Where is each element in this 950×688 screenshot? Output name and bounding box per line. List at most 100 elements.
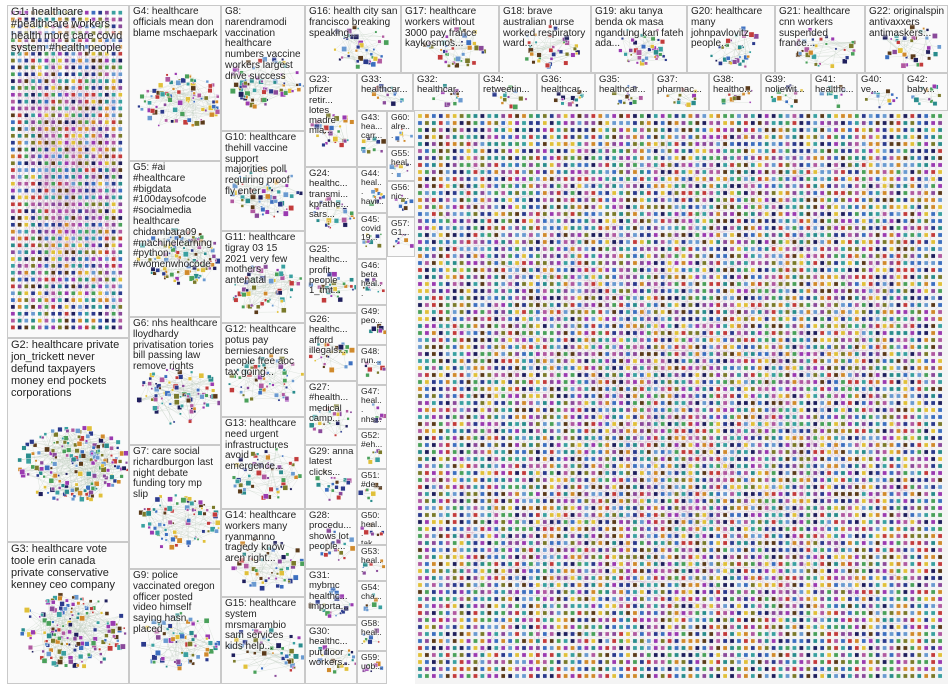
node-avatar[interactable] <box>924 240 928 244</box>
node-avatar[interactable] <box>529 513 533 517</box>
node-avatar[interactable] <box>439 464 443 468</box>
node-avatar[interactable] <box>778 436 782 440</box>
node-avatar[interactable] <box>674 527 678 531</box>
node-avatar[interactable] <box>723 275 727 279</box>
node-avatar[interactable] <box>473 128 477 132</box>
node-avatar[interactable] <box>550 380 554 384</box>
node-avatar[interactable] <box>598 226 602 230</box>
node-avatar[interactable] <box>633 261 637 265</box>
node-avatar[interactable] <box>716 422 720 426</box>
node-avatar[interactable] <box>439 436 443 440</box>
node-avatar[interactable] <box>896 429 900 433</box>
node-avatar[interactable] <box>654 184 658 188</box>
node-avatar[interactable] <box>626 415 630 419</box>
node-avatar[interactable] <box>550 121 554 125</box>
node-avatar[interactable] <box>619 380 623 384</box>
node-avatar[interactable] <box>841 240 845 244</box>
node-avatar[interactable] <box>688 128 692 132</box>
node-avatar[interactable] <box>716 394 720 398</box>
node-avatar[interactable] <box>744 443 748 447</box>
node-avatar[interactable] <box>584 282 588 286</box>
node-avatar[interactable] <box>654 128 658 132</box>
node-avatar[interactable] <box>564 289 568 293</box>
node-avatar[interactable] <box>834 275 838 279</box>
node-avatar[interactable] <box>626 114 630 118</box>
node-avatar[interactable] <box>848 429 852 433</box>
node-avatar[interactable] <box>716 212 720 216</box>
node-avatar[interactable] <box>917 401 921 405</box>
node-avatar[interactable] <box>564 471 568 475</box>
node-avatar[interactable] <box>848 345 852 349</box>
node-avatar[interactable] <box>702 198 706 202</box>
node-avatar[interactable] <box>806 464 810 468</box>
node-avatar[interactable] <box>723 394 727 398</box>
node-avatar[interactable] <box>640 499 644 503</box>
node-avatar[interactable] <box>820 415 824 419</box>
node-avatar[interactable] <box>494 114 498 118</box>
node-avatar[interactable] <box>889 240 893 244</box>
node-avatar[interactable] <box>619 429 623 433</box>
node-avatar[interactable] <box>439 177 443 181</box>
node-avatar[interactable] <box>702 352 706 356</box>
node-avatar[interactable] <box>709 275 713 279</box>
node-avatar[interactable] <box>584 520 588 524</box>
node-avatar[interactable] <box>876 527 880 531</box>
node-avatar[interactable] <box>633 289 637 293</box>
node-avatar[interactable] <box>910 198 914 202</box>
node-avatar[interactable] <box>487 303 491 307</box>
node-avatar[interactable] <box>570 289 574 293</box>
node-avatar[interactable] <box>557 527 561 531</box>
node-avatar[interactable] <box>529 212 533 216</box>
node-avatar[interactable] <box>536 373 540 377</box>
node-avatar[interactable] <box>709 366 713 370</box>
node-avatar[interactable] <box>758 114 762 118</box>
node-avatar[interactable] <box>820 135 824 139</box>
node-avatar[interactable] <box>751 261 755 265</box>
node-avatar[interactable] <box>536 205 540 209</box>
node-avatar[interactable] <box>876 478 880 482</box>
node-avatar[interactable] <box>473 492 477 496</box>
node-avatar[interactable] <box>869 240 873 244</box>
node-avatar[interactable] <box>862 296 866 300</box>
node-avatar[interactable] <box>529 310 533 314</box>
node-avatar[interactable] <box>889 310 893 314</box>
node-avatar[interactable] <box>938 135 942 139</box>
node-avatar[interactable] <box>910 408 914 412</box>
node-avatar[interactable] <box>813 513 817 517</box>
node-avatar[interactable] <box>820 177 824 181</box>
node-avatar[interactable] <box>453 233 457 237</box>
node-avatar[interactable] <box>876 317 880 321</box>
node-avatar[interactable] <box>674 443 678 447</box>
node-avatar[interactable] <box>896 373 900 377</box>
node-avatar[interactable] <box>778 485 782 489</box>
node-avatar[interactable] <box>765 401 769 405</box>
node-avatar[interactable] <box>924 170 928 174</box>
node-avatar[interactable] <box>938 352 942 356</box>
node-avatar[interactable] <box>681 499 685 503</box>
node-avatar[interactable] <box>827 289 831 293</box>
node-avatar[interactable] <box>515 275 519 279</box>
node-avatar[interactable] <box>792 135 796 139</box>
node-avatar[interactable] <box>792 492 796 496</box>
node-avatar[interactable] <box>550 282 554 286</box>
node-avatar[interactable] <box>813 345 817 349</box>
node-avatar[interactable] <box>446 149 450 153</box>
node-avatar[interactable] <box>924 338 928 342</box>
node-avatar[interactable] <box>841 156 845 160</box>
node-avatar[interactable] <box>806 380 810 384</box>
node-avatar[interactable] <box>501 408 505 412</box>
node-avatar[interactable] <box>903 429 907 433</box>
node-avatar[interactable] <box>439 443 443 447</box>
node-avatar[interactable] <box>460 205 464 209</box>
node-avatar[interactable] <box>536 422 540 426</box>
node-avatar[interactable] <box>765 177 769 181</box>
node-avatar[interactable] <box>841 471 845 475</box>
node-avatar[interactable] <box>654 121 658 125</box>
node-avatar[interactable] <box>834 240 838 244</box>
node-avatar[interactable] <box>931 254 935 258</box>
node-avatar[interactable] <box>896 324 900 328</box>
node-avatar[interactable] <box>716 303 720 307</box>
node-avatar[interactable] <box>841 429 845 433</box>
node-avatar[interactable] <box>876 387 880 391</box>
node-avatar[interactable] <box>598 296 602 300</box>
